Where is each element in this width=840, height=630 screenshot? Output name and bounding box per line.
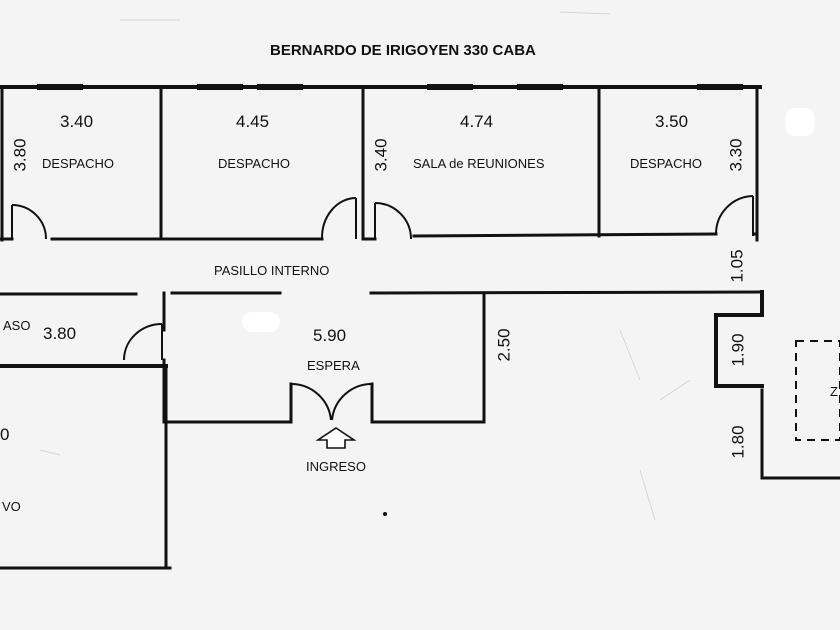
room-1-depth: 3.80 — [10, 138, 30, 172]
door-3 — [374, 202, 412, 240]
room-4-depth: 3.30 — [726, 138, 746, 172]
room-4-width: 3.50 — [655, 112, 689, 131]
waiting-depth: 2.50 — [494, 328, 514, 362]
corridor-width: 1.05 — [727, 249, 747, 283]
room-3-depth: 3.40 — [371, 138, 391, 172]
scan-patch — [242, 312, 280, 332]
scan-patch — [785, 108, 815, 136]
scan-marks — [39, 11, 691, 521]
dot-mark — [383, 512, 387, 516]
waiting-width: 5.90 — [313, 326, 347, 345]
walls — [0, 84, 840, 570]
corridor-name: PASILLO INTERNO — [214, 263, 330, 278]
plan-title: BERNARDO DE IRIGOYEN 330 CABA — [270, 42, 536, 59]
door-2 — [320, 197, 357, 240]
room-3-width: 4.74 — [460, 112, 494, 131]
waiting-name: ESPERA — [307, 358, 360, 373]
door-entrance-right — [331, 382, 373, 421]
right-partial-label: Z — [830, 384, 838, 399]
door-entrance-left — [290, 382, 332, 421]
room-2-width: 4.45 — [236, 112, 270, 131]
bottom-left-partial-name: VO — [2, 499, 21, 514]
room-2-name: DESPACHO — [218, 156, 290, 171]
door-5 — [123, 323, 163, 361]
room-4-name: DESPACHO — [630, 156, 702, 171]
room-1-name: DESPACHO — [42, 156, 114, 171]
entrance-label: INGRESO — [306, 459, 366, 474]
entrance-arrow-icon — [315, 427, 357, 449]
door-4 — [715, 195, 754, 236]
door-1 — [11, 204, 47, 240]
door-swings — [11, 195, 754, 421]
left-room-partial-name: ASO — [3, 318, 31, 333]
lower-right-dim: 1.80 — [728, 425, 748, 459]
room-3-name: SALA de REUNIONES — [413, 156, 545, 171]
dashed-outline — [795, 340, 840, 441]
room-1-width: 3.40 — [60, 112, 94, 131]
bottom-left-partial-dim: 0 — [0, 425, 10, 444]
notch-dim: 1.90 — [728, 333, 748, 367]
right-notch — [714, 290, 764, 388]
left-room-width: 3.80 — [43, 324, 77, 343]
